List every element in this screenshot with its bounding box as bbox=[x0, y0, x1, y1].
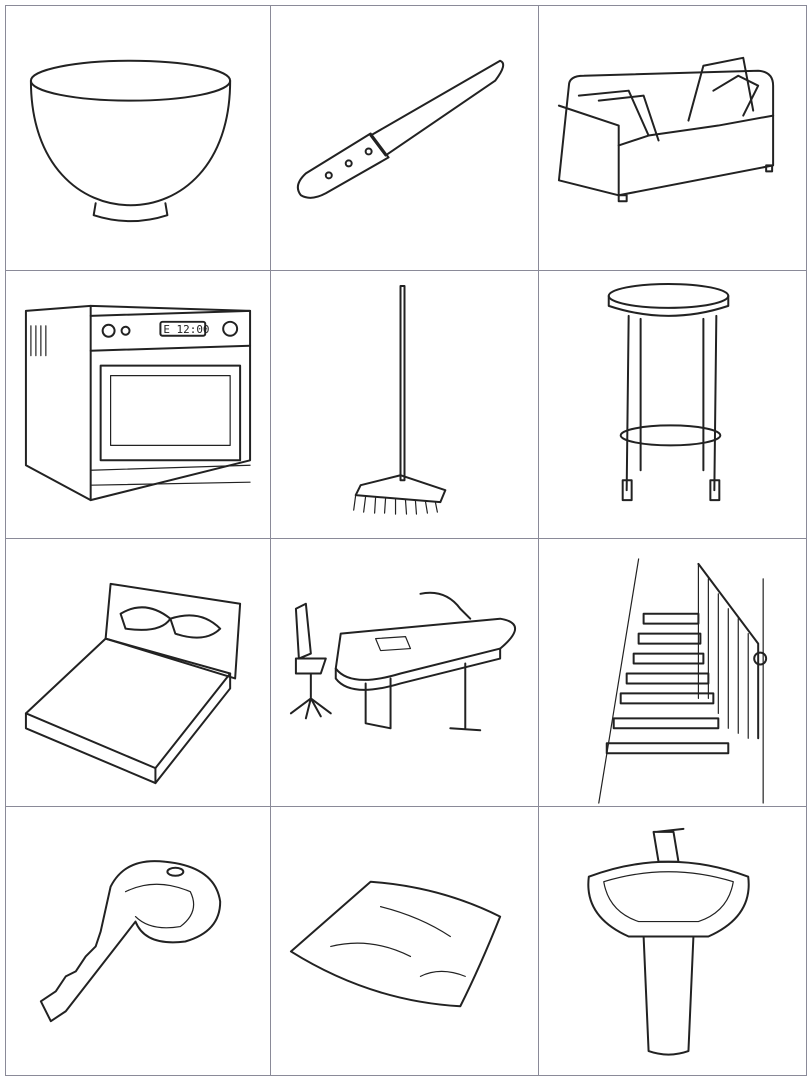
sofa-drawing bbox=[557, 56, 775, 203]
card-sink bbox=[539, 807, 807, 1076]
card-bowl bbox=[6, 6, 271, 271]
oven-drawing: E 12:00 bbox=[24, 304, 252, 502]
broom-drawing bbox=[353, 284, 447, 515]
pillow-drawing bbox=[289, 880, 502, 1008]
card-pillow bbox=[271, 807, 539, 1076]
card-broom bbox=[271, 271, 539, 539]
picture-card-grid: E 12:00 bbox=[5, 5, 807, 1076]
knife-drawing bbox=[296, 59, 505, 199]
card-sofa bbox=[539, 6, 807, 271]
sink-drawing bbox=[587, 827, 750, 1056]
card-key bbox=[6, 807, 271, 1076]
card-stool bbox=[539, 271, 807, 539]
stairs-drawing bbox=[598, 558, 768, 804]
key-drawing bbox=[39, 860, 222, 1023]
card-desk bbox=[271, 539, 539, 807]
card-stairs bbox=[539, 539, 807, 807]
card-knife bbox=[271, 6, 539, 271]
oven-display-text: E 12:00 bbox=[163, 323, 209, 336]
bowl-drawing bbox=[29, 59, 232, 223]
bed-drawing bbox=[24, 582, 242, 785]
card-bed bbox=[6, 539, 271, 807]
card-oven: E 12:00 bbox=[6, 271, 271, 539]
stool-drawing bbox=[607, 282, 730, 502]
desk-drawing bbox=[289, 591, 517, 732]
